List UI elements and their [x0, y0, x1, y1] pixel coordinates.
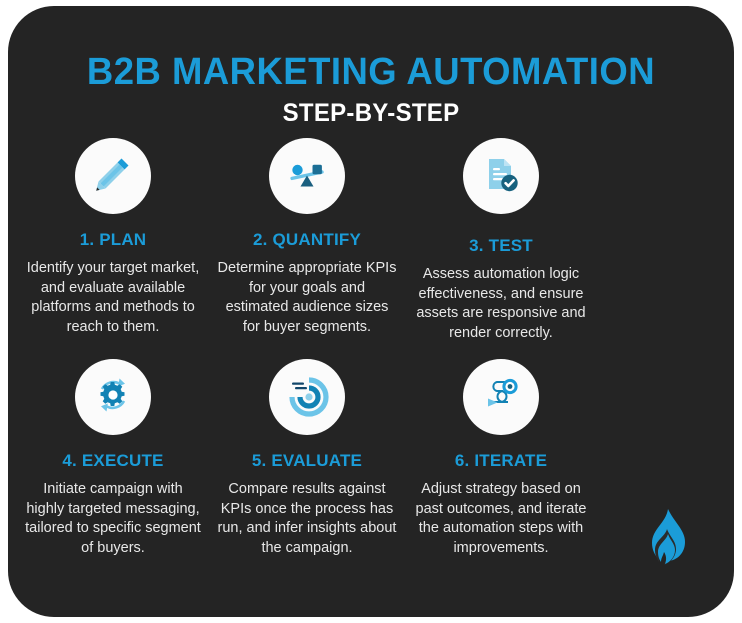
step-item-test: 3. TEST Assess automation logic effectiv… — [408, 138, 594, 343]
step-icon-container — [75, 359, 151, 435]
step-title: 6. ITERATE — [454, 451, 548, 470]
step-item-quantify: 2. QUANTIFY Determine appropriate KPIs f… — [214, 138, 400, 343]
donut-chart-icon — [284, 372, 330, 423]
path-target-icon — [478, 372, 524, 423]
step-description: Identify your target market, and evaluat… — [26, 260, 200, 335]
gear-refresh-icon — [90, 372, 136, 423]
step-icon-container — [269, 359, 345, 435]
step-item-plan: 1. PLAN Identify your target market, and… — [20, 138, 206, 343]
steps-grid: 1. PLAN Identify your target market, and… — [16, 138, 726, 558]
step-description: Compare results against KPIs once the pr… — [217, 481, 397, 556]
step-title: 4. EXECUTE — [62, 451, 164, 470]
step-item-execute: 4. EXECUTE Initiate campaign with highly… — [20, 359, 206, 558]
step-item-evaluate: 5. EVALUATE Compare results against KPIs… — [214, 359, 400, 558]
step-description: Initiate campaign with highly targeted m… — [25, 481, 201, 556]
step-icon-container — [75, 138, 151, 214]
document-check-icon — [478, 151, 524, 202]
step-description: Assess automation logic effectiveness, a… — [416, 266, 586, 341]
page-title: B2B MARKETING AUTOMATION — [86, 51, 656, 93]
step-item-iterate: 6. ITERATE Adjust strategy based on past… — [408, 359, 594, 558]
step-description: Determine appropriate KPIs for your goal… — [217, 260, 397, 335]
step-icon-container — [269, 138, 345, 214]
step-title: 1. PLAN — [79, 230, 147, 249]
infographic-card: B2B MARKETING AUTOMATION STEP-BY-STEP — [8, 6, 734, 617]
header: B2B MARKETING AUTOMATION STEP-BY-STEP — [8, 50, 734, 128]
step-title: 3. TEST — [469, 236, 533, 255]
step-title: 2. QUANTIFY — [253, 230, 361, 249]
step-title: 5. EVALUATE — [251, 451, 363, 470]
flame-logo-icon — [644, 507, 688, 579]
step-description: Adjust strategy based on past outcomes, … — [415, 481, 587, 556]
page-subtitle: STEP-BY-STEP — [282, 99, 460, 127]
step-icon-container — [463, 359, 539, 435]
pencil-icon — [90, 151, 136, 202]
balance-scale-icon — [284, 151, 330, 202]
step-icon-container — [463, 138, 539, 214]
